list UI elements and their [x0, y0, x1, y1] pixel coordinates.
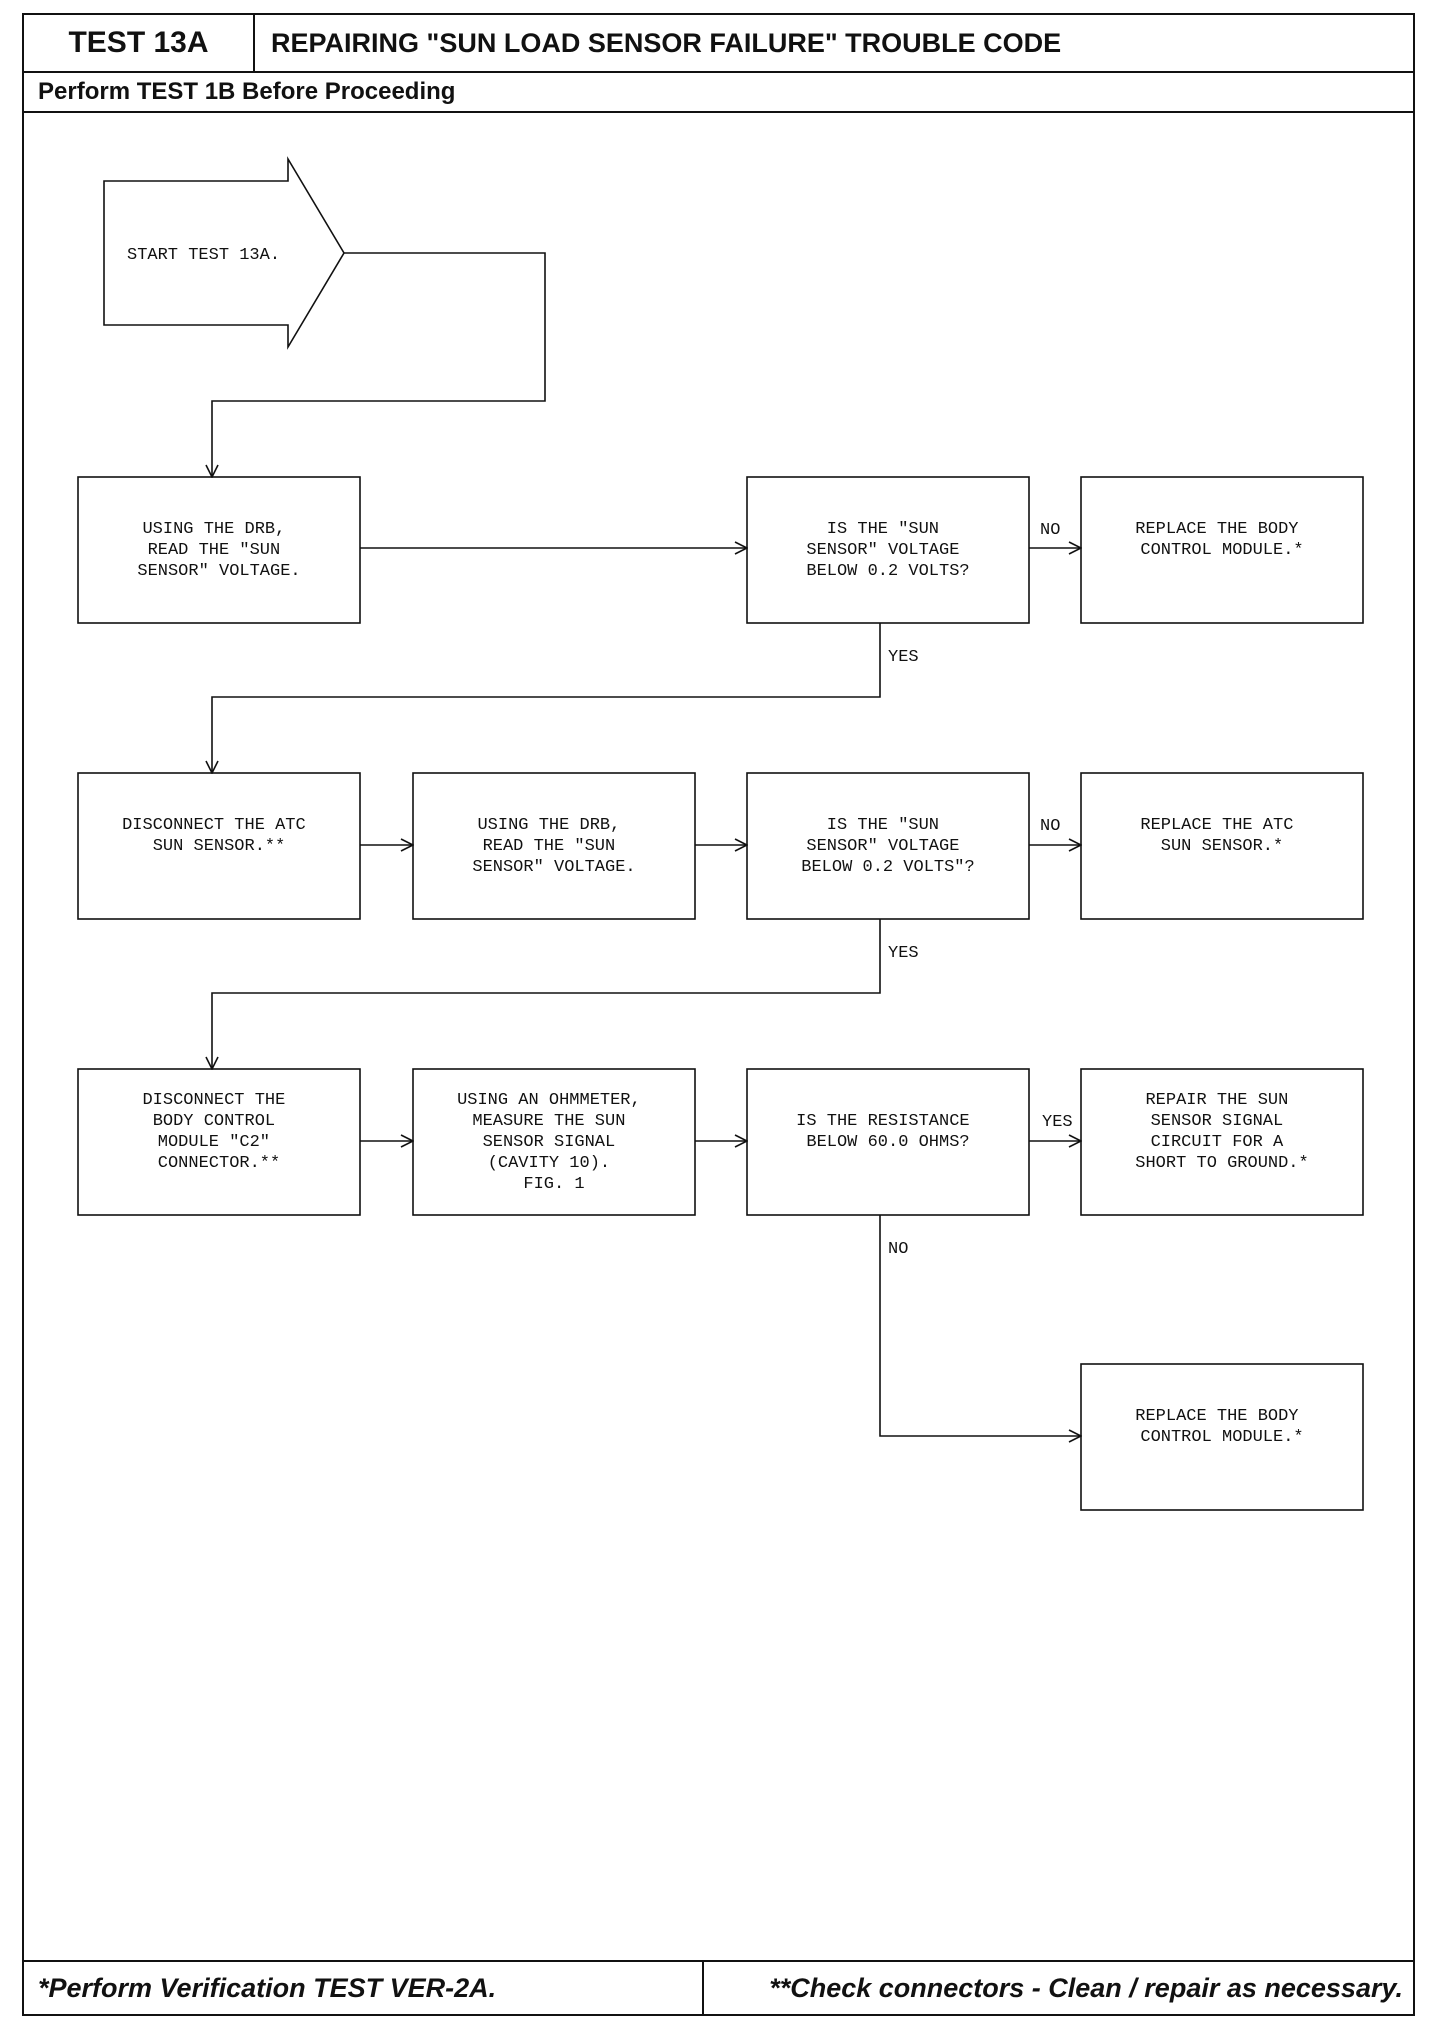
start-label: START TEST 13A. — [127, 246, 280, 265]
connector-start-to-step1 — [212, 252, 546, 477]
footer-divider — [702, 1962, 704, 2014]
d1-no-result-text: REPLACE THE BODY CONTROL MODULE.* — [1135, 520, 1308, 560]
d2-no-result-text: REPLACE THE ATC SUN SENSOR.* — [1140, 816, 1303, 856]
decision1-text: IS THE "SUN SENSOR" VOLTAGE BELOW 0.2 VO… — [806, 520, 969, 581]
box-step4 — [77, 1068, 361, 1216]
connector-decision3-no — [879, 1215, 1081, 1436]
label-d3-no: NO — [888, 1240, 908, 1259]
label-d3-yes: YES — [1042, 1113, 1073, 1132]
label-d2-no: NO — [1040, 817, 1060, 836]
label-d1-no: NO — [1040, 521, 1060, 540]
procedure-page: TEST 13A REPAIRING "SUN LOAD SENSOR FAIL… — [22, 13, 1415, 2016]
footnote-connectors: **Check connectors - Clean / repair as n… — [769, 1972, 1403, 2003]
step1-text: USING THE DRB, READ THE "SUN SENSOR" VOL… — [137, 520, 300, 581]
decision3-text: IS THE RESISTANCE BELOW 60.0 OHMS? — [796, 1112, 980, 1152]
footer-bar: *Perform Verification TEST VER-2A. **Che… — [24, 1960, 1413, 2014]
header-bar: TEST 13A REPAIRING "SUN LOAD SENSOR FAIL… — [24, 15, 1413, 73]
step3-text: USING THE DRB, READ THE "SUN SENSOR" VOL… — [472, 816, 635, 877]
test-title: REPAIRING "SUN LOAD SENSOR FAILURE" TROU… — [271, 27, 1062, 58]
box-step2 — [77, 772, 361, 920]
label-d2-yes: YES — [888, 944, 919, 963]
d3-no-result-text: REPLACE THE BODY CONTROL MODULE.* — [1135, 1407, 1308, 1447]
label-d1-yes: YES — [888, 648, 919, 667]
step5-text: USING AN OHMMETER, MEASURE THE SUN SENSO… — [457, 1091, 651, 1194]
footnote-verification: *Perform Verification TEST VER-2A. — [38, 1972, 497, 2003]
prerequisite-bar: Perform TEST 1B Before Proceeding — [24, 73, 1413, 113]
decision2-text: IS THE "SUN SENSOR" VOLTAGE BELOW 0.2 VO… — [801, 816, 974, 877]
prerequisite-note: Perform TEST 1B Before Proceeding — [38, 78, 456, 105]
test-id: TEST 13A — [24, 15, 255, 71]
connector-decision1-yes — [212, 623, 881, 773]
start-arrow-shape — [103, 156, 345, 350]
step4-text: DISCONNECT THE BODY CONTROL MODULE "C2" … — [142, 1091, 295, 1173]
box-step1 — [77, 476, 361, 624]
connector-decision2-yes — [212, 919, 881, 1069]
d3-yes-result-text: REPAIR THE SUN SENSOR SIGNAL CIRCUIT FOR… — [1135, 1091, 1308, 1173]
step2-text: DISCONNECT THE ATC SUN SENSOR.** — [122, 816, 316, 856]
